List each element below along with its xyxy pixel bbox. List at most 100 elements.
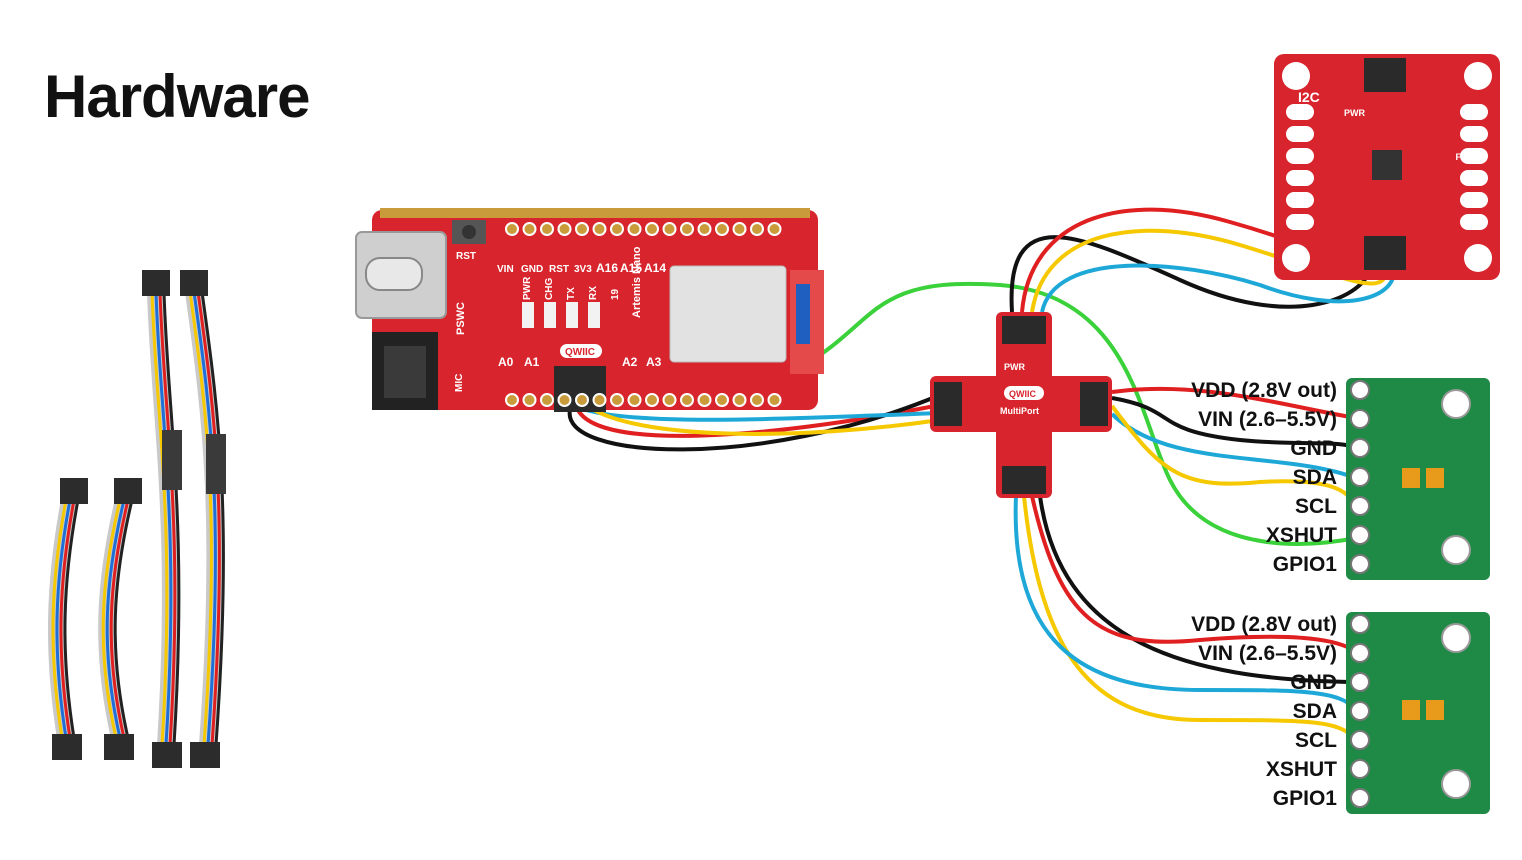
tof-pin-hole	[1350, 438, 1370, 458]
nano-header-hole	[750, 393, 764, 407]
tof-pin-label: SDA	[1293, 466, 1337, 489]
nano-header-hole	[750, 222, 764, 236]
imu-pin-pad	[1286, 214, 1314, 230]
imu-pin-pad	[1286, 192, 1314, 208]
tof-pin-hole	[1350, 672, 1370, 692]
wire-tof1-black	[1111, 396, 1357, 450]
nano-led-label: CHG	[544, 278, 555, 300]
nano-header-hole	[697, 222, 712, 236]
imu-pin-pad	[1460, 192, 1488, 208]
imu-pin-label: CL	[1294, 174, 1306, 184]
nano-led-pads	[522, 302, 600, 328]
nano-led-label: 19	[610, 288, 621, 300]
tof1-pins: VDD (2.8V out)VIN (2.6–5.5V)GNDSDASCLXSH…	[1191, 379, 1370, 576]
tof-pin-label: VIN (2.6–5.5V)	[1198, 408, 1337, 431]
wire-tof1-yellow	[1110, 404, 1358, 509]
nano-qwiic-label: QWIIC	[565, 347, 595, 358]
tof-pin-label: XSHUT	[1266, 758, 1337, 781]
nano-header-hole	[767, 393, 782, 407]
tof-pin-hole	[1350, 614, 1370, 634]
multiport-pwr-label: PWR	[1004, 362, 1025, 372]
nano-header-hole	[592, 393, 607, 407]
tof-pin-label: GND	[1290, 671, 1337, 694]
tof-pin-label: SCL	[1295, 729, 1337, 752]
wire-nano-black	[567, 393, 941, 452]
nano-top-pin-label: A14	[644, 261, 666, 275]
imu-pin-label: VIN	[1294, 130, 1309, 140]
nano-header-hole	[557, 222, 572, 236]
imu-chip	[1372, 150, 1402, 180]
tof2-sensor-window-right	[1426, 700, 1444, 720]
qwiic-cable-short-2	[98, 478, 142, 760]
tof-pin-label: VDD (2.8V out)	[1191, 379, 1337, 402]
nano-header-hole	[715, 393, 729, 407]
nano-header-hole	[575, 393, 589, 407]
tof1-sensor-window-left	[1402, 468, 1420, 488]
wire-tof2-black	[1038, 495, 1357, 684]
imu-top-connector	[1364, 58, 1406, 92]
imu-pin-label: AD0	[1294, 196, 1312, 206]
wire-tof2-blue	[1013, 495, 1358, 712]
nano-name-label: Artemis Nano	[631, 246, 643, 318]
nano-bottom-pin-label: A2	[622, 355, 638, 369]
multiport-top-connector	[1002, 316, 1046, 344]
wire-nano-yellow	[593, 408, 941, 436]
imu-pin-pad	[1460, 104, 1488, 120]
nano-header-bottom	[505, 393, 782, 407]
tof-pin-label: XSHUT	[1266, 524, 1337, 547]
multiport-left-connector	[934, 382, 962, 426]
nano-header-hole	[610, 222, 624, 236]
page-title: Hardware	[44, 63, 310, 130]
imu-title-label: I2C	[1298, 89, 1320, 105]
imu-board	[1274, 54, 1500, 280]
nano-header-hole	[610, 393, 624, 407]
multiport-name-label: MultiPort	[1000, 406, 1039, 416]
nano-header-hole	[645, 222, 659, 236]
nano-header-hole	[732, 222, 747, 236]
wire-tof1-blue	[1110, 412, 1357, 480]
imu-pin-label: GND	[1460, 108, 1481, 118]
nano-header-hole	[680, 393, 694, 407]
multiport-qwiic-label: QWIIC	[1009, 389, 1036, 399]
nano-header-hole	[575, 222, 589, 236]
tof-pin-hole	[1350, 496, 1370, 516]
imu-pin-label: FSNC	[1456, 152, 1481, 162]
nano-header-hole	[505, 393, 519, 407]
qwiic-cable-long-2	[180, 270, 226, 768]
nano-mic-label: MIC	[454, 374, 465, 392]
nano-header-hole	[505, 222, 519, 236]
wire-bundle	[567, 207, 1397, 742]
wire-imu-yellow	[1030, 228, 1388, 313]
nano-top-pin-label: A15	[620, 261, 642, 275]
artemis-module	[669, 265, 787, 363]
tof-pin-label: VIN (2.6–5.5V)	[1198, 642, 1337, 665]
tof-pin-hole	[1350, 467, 1370, 487]
nano-header-hole	[697, 393, 712, 407]
tof-pin-label: SDA	[1293, 700, 1337, 723]
nano-header-hole	[522, 222, 537, 236]
nano-header-hole	[627, 393, 642, 407]
nano-header-top	[505, 222, 782, 236]
imu-pin-pad	[1460, 214, 1488, 230]
tof-pin-hole	[1350, 730, 1370, 750]
nano-top-pin-label: 3V3	[574, 264, 592, 275]
imu-pin-pad	[1286, 148, 1314, 164]
nano-header-hole	[732, 393, 747, 407]
nano-top-pin-label: RST	[549, 264, 569, 275]
nano-header-hole	[557, 393, 572, 407]
tof-pin-hole	[1350, 701, 1370, 721]
nano-bottom-pin-label: A3	[646, 355, 662, 369]
tof2-sensor-window-left	[1402, 700, 1420, 720]
wire-xshut-green	[784, 281, 1357, 546]
imu-pin-label: ACL	[1462, 196, 1481, 206]
tof-pin-hole	[1350, 409, 1370, 429]
tof-pin-hole	[1350, 643, 1370, 663]
tof-sensor-board-2	[1346, 612, 1490, 814]
tof-pin-label: VDD (2.8V out)	[1191, 613, 1337, 636]
multiport-bottom-connector	[1002, 466, 1046, 494]
